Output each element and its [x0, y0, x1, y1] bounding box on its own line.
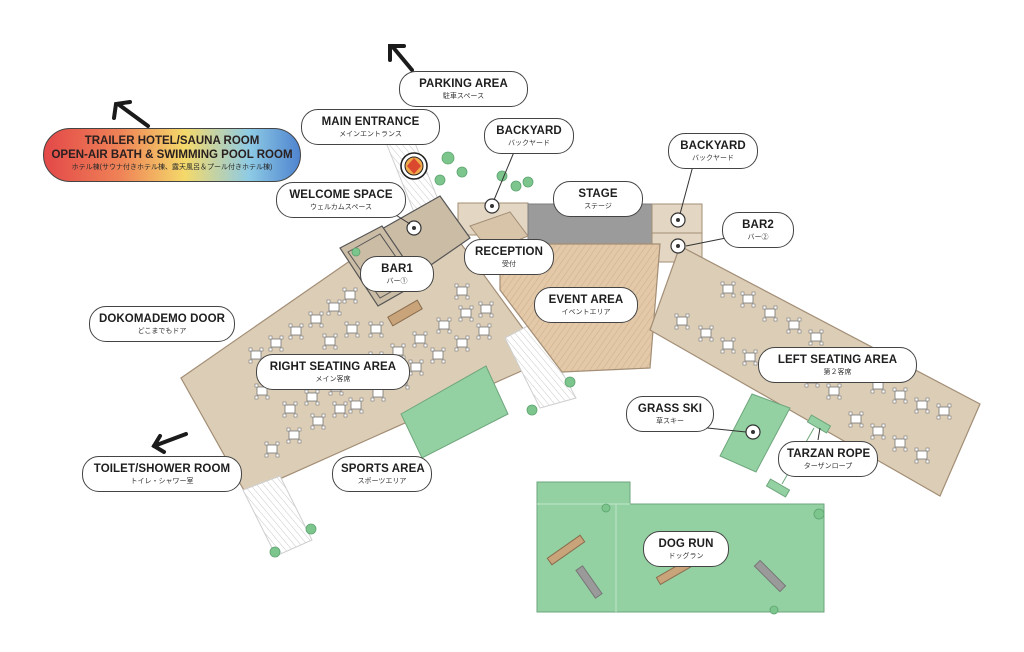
backyard-2-en: BACKYARD: [680, 140, 746, 152]
toilet-walkway: [242, 475, 313, 557]
dokomademo-door-label[interactable]: DOKOMADEMO DOOR どこまでもドア: [89, 306, 235, 342]
trailer-hotel-jp: ホテル棟(サウナ付きホテル棟、露天風呂＆プール付きホテル棟): [71, 164, 273, 171]
welcome-space-en: WELCOME SPACE: [289, 189, 393, 201]
backyard-1-jp: バックヤード: [508, 140, 550, 147]
sports-area-jp: スポーツエリア: [357, 478, 407, 485]
right-seating-label[interactable]: RIGHT SEATING AREA メイン客席: [256, 354, 410, 390]
bar2-jp: バー②: [747, 234, 769, 241]
left-seating-jp: 第２客席: [823, 369, 852, 376]
bar1-jp: バー①: [386, 278, 408, 285]
trailer-hotel-line2: OPEN-AIR BATH & SWIMMING POOL ROOM: [51, 148, 293, 161]
right-seating-en: RIGHT SEATING AREA: [269, 361, 397, 373]
right-seating-jp: メイン客席: [315, 376, 351, 383]
arrow-up-icon: [388, 44, 414, 72]
toilet-shower-jp: トイレ・シャワー室: [130, 478, 194, 485]
parking-area-label[interactable]: PARKING AREA 駐車スペース: [399, 71, 528, 107]
sports-area-en: SPORTS AREA: [341, 463, 425, 475]
bench: [387, 299, 423, 327]
dog-run-jp: ドッグラン: [668, 553, 704, 560]
dog-run-bench: [575, 565, 603, 599]
dog-run-bench: [753, 559, 787, 593]
stage-en: STAGE: [578, 188, 618, 200]
event-area-label[interactable]: EVENT AREA イベントエリア: [534, 287, 638, 323]
dokomademo-door-jp: どこまでもドア: [137, 328, 187, 335]
grass-ski-en: GRASS SKI: [637, 403, 703, 415]
tarzan-rope-jp: ターザンロープ: [803, 463, 853, 470]
parking-area-jp: 駐車スペース: [442, 93, 485, 100]
tarzan-rope-label[interactable]: TARZAN ROPE ターザンロープ: [778, 441, 878, 477]
reception-en: RECEPTION: [475, 246, 543, 258]
stage-jp: ステージ: [584, 203, 612, 210]
trailer-hotel-line1: TRAILER HOTEL/SAUNA ROOM: [84, 135, 260, 147]
sports-area-label[interactable]: SPORTS AREA スポーツエリア: [332, 456, 432, 492]
backyard-2-jp: バックヤード: [692, 155, 734, 162]
left-seating-label[interactable]: LEFT SEATING AREA 第２客席: [758, 347, 917, 383]
sports-area-field[interactable]: [400, 365, 509, 459]
event-area-jp: イベントエリア: [561, 309, 611, 316]
dog-run-label[interactable]: DOG RUN ドッグラン: [643, 531, 729, 567]
dog-run-en: DOG RUN: [658, 538, 714, 550]
arrow-left-icon: [151, 432, 188, 454]
reception-jp: 受付: [502, 261, 516, 268]
main-entrance-en: MAIN ENTRANCE: [321, 116, 420, 128]
left-seating-en: LEFT SEATING AREA: [777, 354, 898, 366]
bar1-en: BAR1: [381, 263, 413, 275]
logo-emblem: [400, 152, 428, 180]
trailer-hotel-label[interactable]: TRAILER HOTEL/SAUNA ROOM OPEN-AIR BATH &…: [43, 128, 301, 182]
dokomademo-door-en: DOKOMADEMO DOOR: [98, 313, 226, 325]
tarzan-rope-en: TARZAN ROPE: [787, 448, 871, 460]
bar2-en: BAR2: [742, 219, 774, 231]
toilet-shower-en: TOILET/SHOWER ROOM: [93, 463, 231, 475]
main-entrance-jp: メインエントランス: [339, 131, 402, 138]
bar2-label[interactable]: BAR2 バー②: [722, 212, 794, 248]
sports-walkway: [504, 321, 577, 409]
tarzan-rope-top: [806, 414, 832, 434]
welcome-space-jp: ウェルカムスペース: [310, 204, 372, 211]
grass-ski-label[interactable]: GRASS SKI 草スキー: [626, 396, 714, 432]
parking-area-en: PARKING AREA: [419, 78, 508, 90]
backyard-2-label[interactable]: BACKYARD バックヤード: [668, 133, 758, 169]
stage-label[interactable]: STAGE ステージ: [553, 181, 643, 217]
welcome-space-label[interactable]: WELCOME SPACE ウェルカムスペース: [276, 182, 406, 218]
dog-run-bench: [546, 534, 586, 566]
toilet-shower-label[interactable]: TOILET/SHOWER ROOM トイレ・シャワー室: [82, 456, 242, 492]
backyard-1-en: BACKYARD: [496, 125, 562, 137]
event-area-en: EVENT AREA: [548, 294, 624, 306]
tarzan-rope-bottom: [765, 478, 791, 498]
backyard-1-label[interactable]: BACKYARD バックヤード: [484, 118, 574, 154]
reception-label[interactable]: RECEPTION 受付: [464, 239, 554, 275]
grass-ski-jp: 草スキー: [656, 418, 684, 425]
arrow-up-left-icon: [112, 100, 150, 128]
bar1-label[interactable]: BAR1 バー①: [360, 256, 434, 292]
main-entrance-label[interactable]: MAIN ENTRANCE メインエントランス: [301, 109, 440, 145]
